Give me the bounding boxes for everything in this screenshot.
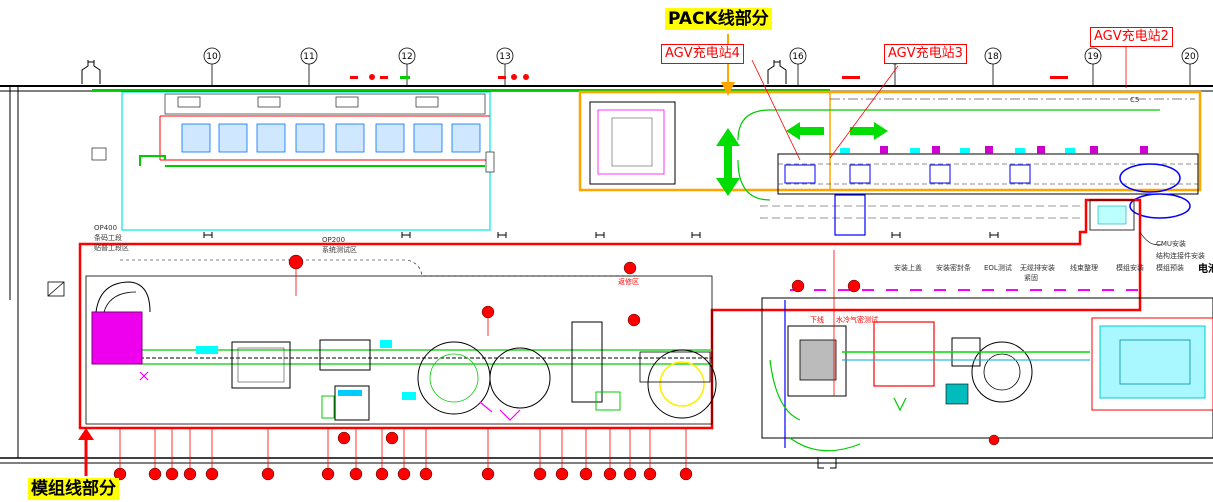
offline-label: 下线 xyxy=(810,315,824,324)
op400-sub-label: 条码工段 xyxy=(94,233,122,242)
agv-pointers xyxy=(751,42,1127,161)
bottom-markers xyxy=(113,254,1000,481)
h-markers xyxy=(203,232,999,238)
recycle-zone-label: 返修区 xyxy=(618,277,639,286)
station-label: 线束整理 xyxy=(1070,263,1098,272)
agv-right-arrow-icon xyxy=(850,122,888,140)
wall-markers xyxy=(350,74,1068,80)
station-label: 安装密封条 xyxy=(936,263,971,272)
cmu-label: 结构连接件安装 xyxy=(1156,251,1205,260)
station-label: 模组安装 xyxy=(1116,263,1144,272)
op400-zone-label: 贴普工段区 xyxy=(94,243,129,252)
column-label: 19 xyxy=(1087,52,1099,62)
cmu-label: CMU安装 xyxy=(1156,239,1186,248)
module-pointer xyxy=(78,428,94,476)
pack-line-area: C5 xyxy=(578,90,1202,236)
column-label: 13 xyxy=(499,52,510,62)
cmu-label: 模组预装 xyxy=(1156,263,1184,272)
cyan-workcells xyxy=(181,123,481,153)
agv-vertical-arrow-icon xyxy=(716,128,740,196)
annotations: OP400 条码工段 贴普工段区 OP200 系统测试区 返修区 安装上盖 安装… xyxy=(94,224,1213,324)
column-label: 18 xyxy=(987,52,999,62)
agv-station-2-label: AGV充电站2 xyxy=(1090,27,1173,47)
pack-section-label: PACK线部分 xyxy=(665,8,772,30)
op200-label: OP200 xyxy=(322,236,345,244)
airtight-test-label: 水冷气密测试 xyxy=(836,315,878,324)
column-label: 16 xyxy=(792,52,804,62)
station-label: EOL测试 xyxy=(984,263,1012,272)
station-label: 安装上盖 xyxy=(894,263,922,272)
side-label: 电池 xyxy=(1198,262,1213,275)
agv-station-3-label: AGV充电站3 xyxy=(884,44,967,64)
zone-c5-label: C5 xyxy=(1130,96,1139,104)
upper-left-area xyxy=(92,89,830,231)
station-label: 紧固 xyxy=(1024,273,1038,282)
marker-stems xyxy=(119,250,835,468)
op200-zone-label: 系统测试区 xyxy=(322,245,357,254)
upper-small-boxes xyxy=(91,96,495,173)
column-label: 11 xyxy=(303,52,314,62)
module-section-label: 模组线部分 xyxy=(28,478,119,500)
station-label: 无缆排安装 xyxy=(1020,263,1055,272)
agv-station-4-label: AGV充电站4 xyxy=(661,44,744,64)
column-label: 10 xyxy=(206,52,218,62)
pack-finishing-area xyxy=(761,199,1213,452)
column-label: 20 xyxy=(1184,52,1196,62)
module-line-area xyxy=(78,198,1142,430)
column-label: 12 xyxy=(401,52,412,62)
op400-label: OP400 xyxy=(94,224,117,232)
agv-arrows xyxy=(716,122,888,196)
agv-left-arrow-icon xyxy=(786,122,824,140)
